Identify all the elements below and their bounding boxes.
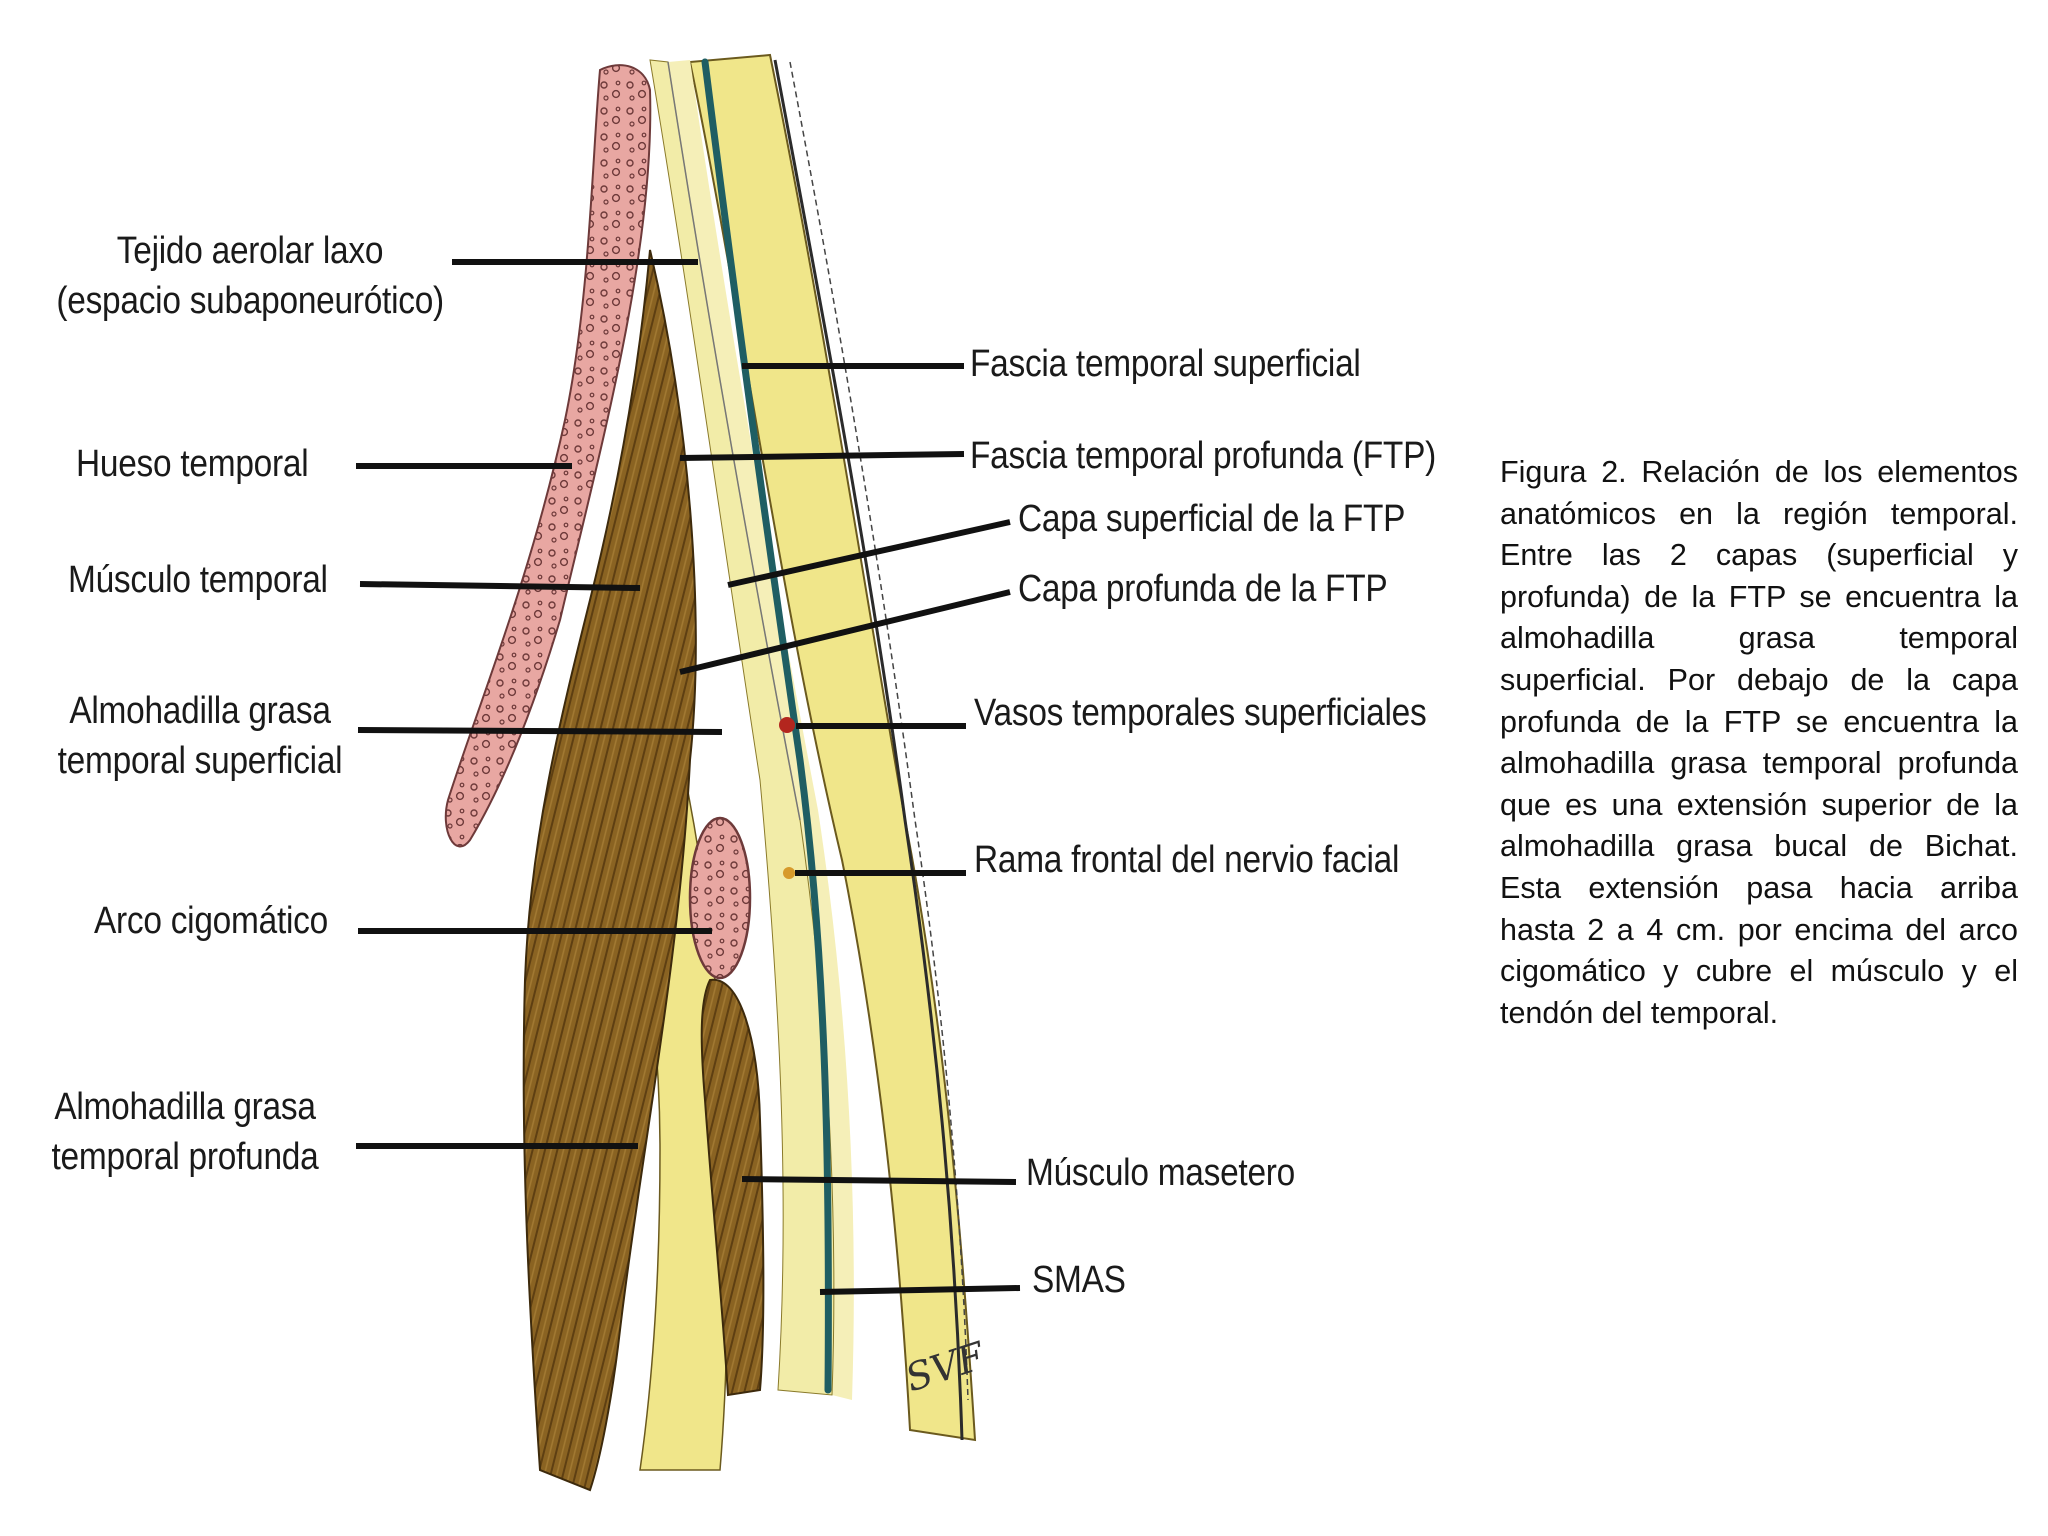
leader-lines xyxy=(356,259,1021,1295)
label-musculo-temporal: Músculo temporal xyxy=(68,559,328,601)
facial-nerve-frontal-branch-dot xyxy=(783,867,795,879)
leader-musculo-temporal xyxy=(359,581,641,591)
leader-capa-sup xyxy=(727,519,1011,588)
label-almo-sup-line1: Almohadilla grasa xyxy=(69,690,331,732)
label-almo-sup-line2: temporal superficial xyxy=(57,740,343,782)
superficial-temporal-fascia-line xyxy=(701,58,832,1394)
label-tejido-line1: Tejido aerolar laxo xyxy=(116,230,384,272)
subcutaneous-fat-layer xyxy=(688,53,977,1442)
leader-almo-sup xyxy=(357,727,723,735)
label-vasos-temporales: Vasos temporales superficiales xyxy=(974,692,1427,734)
skin-hair-edge xyxy=(789,61,969,1401)
skin-edge xyxy=(773,59,964,1441)
masseter-muscle-shape xyxy=(700,978,765,1397)
zygomatic-arch-shape xyxy=(688,816,752,980)
label-fascia-profunda: Fascia temporal profunda (FTP) xyxy=(970,435,1437,477)
label-smas: SMAS xyxy=(1032,1259,1126,1301)
label-rama-frontal: Rama frontal del nervio facial xyxy=(974,839,1400,881)
leader-masetero xyxy=(741,1176,1017,1185)
label-fascia-superficial: Fascia temporal superficial xyxy=(970,343,1361,385)
label-capa-superficial: Capa superficial de la FTP xyxy=(1018,498,1406,540)
label-musculo-masetero: Músculo masetero xyxy=(1026,1152,1295,1194)
leader-fascia-prof xyxy=(679,451,965,461)
superficial-fascia-band xyxy=(668,60,854,1400)
label-capa-profunda: Capa profunda de la FTP xyxy=(1018,568,1388,610)
leader-smas xyxy=(819,1285,1021,1295)
deep-temporal-fascia-line xyxy=(667,61,801,821)
superficial-temporal-vessels-dot xyxy=(779,717,795,733)
leader-capa-prof xyxy=(679,589,1011,675)
label-tejido-aerolar: Tejido aerolar laxo (espacio subaponeuró… xyxy=(56,226,444,326)
label-almohadilla-profunda: Almohadilla grasa temporal profunda xyxy=(40,1082,330,1182)
label-hueso-temporal: Hueso temporal xyxy=(76,443,309,485)
label-almohadilla-superficial: Almohadilla grasa temporal superficial xyxy=(42,686,359,786)
label-almo-prof-line2: temporal profunda xyxy=(51,1136,319,1178)
label-tejido-line2: (espacio subaponeurótico) xyxy=(56,280,444,322)
figure-caption: Figura 2. Relación de los elementos anat… xyxy=(1500,455,2018,1030)
label-almo-prof-line1: Almohadilla grasa xyxy=(54,1086,316,1128)
label-arco-cigomatico: Arco cigomático xyxy=(94,900,328,942)
